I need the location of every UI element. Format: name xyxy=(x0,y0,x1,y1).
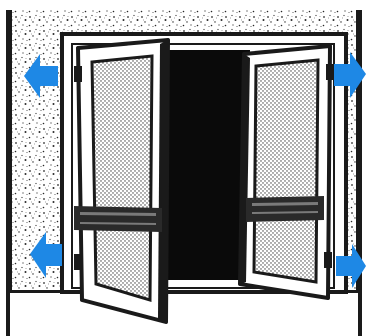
doorway-opening xyxy=(160,50,250,280)
left-door xyxy=(74,40,168,322)
wall-right-edge xyxy=(356,10,362,290)
floor-right-edge xyxy=(358,293,362,336)
floor xyxy=(6,293,362,336)
left-door-screen xyxy=(92,56,152,300)
floor-left-edge xyxy=(6,293,10,336)
left-door-hinge-bottom xyxy=(74,254,82,270)
right-door-screen xyxy=(254,60,318,282)
right-door-rail xyxy=(246,196,324,222)
right-door-hinge-bottom xyxy=(324,252,332,268)
left-door-rail xyxy=(74,206,162,232)
right-door xyxy=(240,46,334,298)
left-door-hinge-top xyxy=(74,66,82,82)
right-door-hinge-top xyxy=(326,64,334,80)
wall-left-edge xyxy=(6,10,12,290)
